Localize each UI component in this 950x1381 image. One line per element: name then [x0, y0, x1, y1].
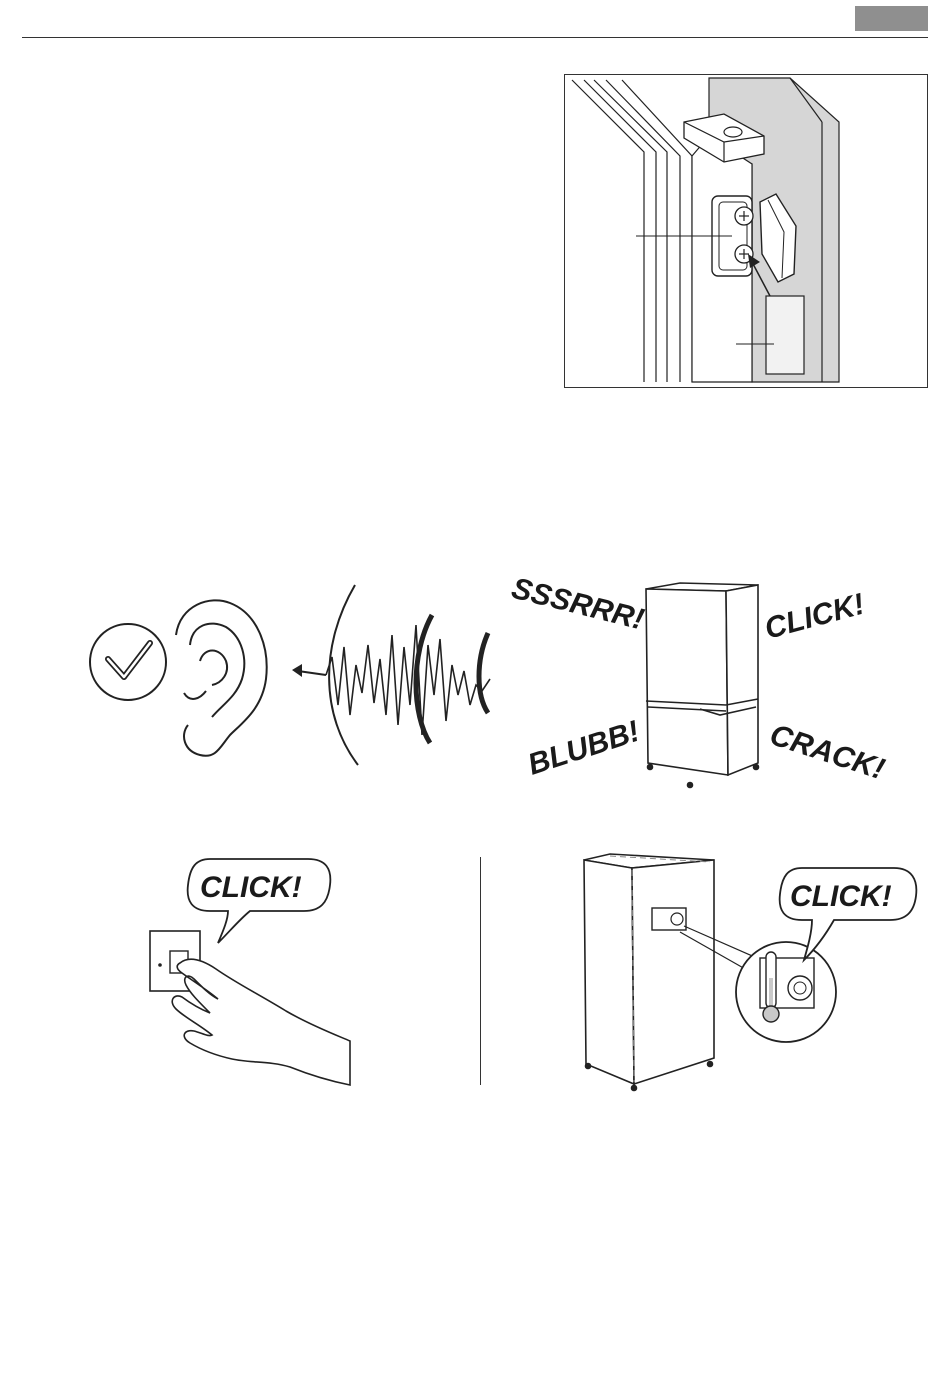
sound-sssrrr: SSSRRR! [508, 572, 647, 637]
sound-click: CLICK! [761, 588, 868, 646]
noise-figure: SSSRRR! CLICK! BLUBB! CRACK! [80, 575, 880, 800]
switch-figure-svg: CLICK! [140, 855, 370, 1090]
thermostat-bubble-text: CLICK! [790, 880, 892, 913]
switch-bubble-text: CLICK! [200, 871, 302, 904]
noise-figure-svg: SSSRRR! CLICK! BLUBB! CRACK! [80, 575, 880, 800]
vertical-divider [480, 857, 481, 1085]
hinge-figure-svg [564, 74, 928, 388]
upright-fridge-icon [584, 854, 714, 1091]
thermostat-figure: CLICK! [580, 852, 920, 1097]
header-rule [22, 37, 928, 38]
sound-crack: CRACK! [766, 718, 889, 786]
page-tab [855, 6, 928, 31]
switch-figure: CLICK! [140, 855, 370, 1090]
hand-icon [172, 959, 350, 1085]
sound-blubb: BLUBB! [524, 715, 644, 782]
sound-wave-icon [326, 585, 490, 765]
thermostat-figure-svg: CLICK! [580, 852, 920, 1097]
ear-icon [176, 600, 267, 755]
fridge-icon [646, 583, 759, 788]
hinge-figure [564, 74, 928, 388]
check-circle-icon [90, 624, 166, 700]
